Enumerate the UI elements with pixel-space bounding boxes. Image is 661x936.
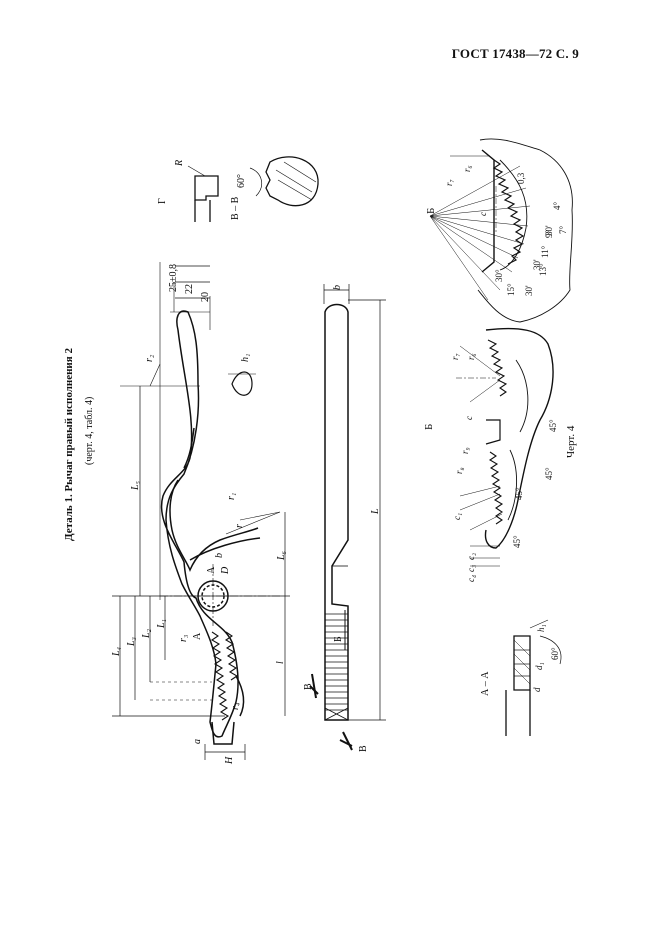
detail-B-top-a30: 30° — [494, 269, 504, 282]
dim-L3: L₃ — [126, 636, 137, 647]
detail-B-top-n1: 30' — [524, 285, 534, 296]
section-mark-B: Б — [333, 636, 344, 642]
dim-a: a — [192, 739, 203, 744]
detail-B-top-rays — [429, 155, 531, 301]
section-mark-A-bottom: A — [192, 632, 203, 640]
dim-L5: L₅ — [130, 480, 141, 491]
page-header: ГОСТ 17438—72 С. 9 — [451, 46, 579, 61]
jaw-teeth — [210, 631, 230, 721]
detail-B-mid-r8: r₈ — [454, 467, 464, 474]
part-title-block: Деталь 1. Рычаг правый исполнения 2 (чер… — [63, 348, 95, 541]
dim-L2: L₂ — [141, 628, 152, 639]
section-mark-V-top: В — [303, 683, 314, 690]
detail-B-top-r7: r₇ — [444, 179, 454, 186]
detail-B-top — [477, 138, 573, 323]
detail-B-mid-a45-4: 45° — [512, 535, 522, 548]
side-view-dimensions — [309, 284, 386, 751]
section-AA-d: d — [532, 687, 542, 692]
section-VV-label: В – В — [230, 196, 241, 220]
detail-B-top-labels: Б r₇ r₆ c 0,3 4° 30° 15° 13° 11° 9° 7° 3… — [425, 165, 568, 296]
part-subtitle: (черт. 4, табл. 4) — [84, 397, 95, 465]
detail-B-mid-a45-2: 45° — [544, 467, 554, 480]
detail-B-top-a7: 7° — [558, 226, 568, 235]
section-AA-labels: А – А h₁ d₁ d 60° — [480, 624, 560, 696]
section-AA — [505, 619, 562, 736]
detail-B-top-a4: 4° — [552, 202, 562, 211]
h1-profile — [228, 371, 256, 396]
dim-L1: L₁ — [156, 619, 167, 629]
side-view-labels: b L Б В В — [303, 285, 381, 752]
section-G-labels: Г R В – В 60° — [157, 160, 247, 220]
figure-caption: Черт. 4 — [565, 425, 577, 458]
detail-B-top-c: c — [478, 212, 488, 216]
section-AA-label: А – А — [480, 671, 491, 696]
section-G-label: Г — [157, 198, 168, 204]
section-VV-angle: 60° — [236, 174, 247, 188]
dim-r4: r₄ — [230, 702, 241, 710]
dim-l: l — [275, 661, 286, 664]
lever-side-view — [324, 303, 349, 721]
main-view-labels: L₅ L₄ L₃ L₂ L₁ L₆ l H a r r₁ r₂ r₃ r₄ b … — [111, 264, 287, 765]
section-mark-V-bottom: В — [358, 745, 369, 752]
part-title: Деталь 1. Рычаг правый исполнения 2 — [63, 348, 75, 541]
detail-B-mid — [484, 327, 554, 549]
detail-B-top-n3: 30' — [544, 225, 554, 236]
dim-H: H — [224, 756, 235, 765]
dimension-lines — [112, 265, 290, 760]
detail-B-mid-lines — [456, 345, 503, 567]
side-view-hatching — [324, 613, 349, 721]
dim-r2: r₂ — [144, 354, 155, 362]
dim-r: r — [234, 524, 245, 528]
dim-L4: L₄ — [111, 646, 122, 657]
detail-B-mid-r7: r₇ — [450, 353, 460, 360]
detail-B-mid-labels: Б r₇ r₆ c r₉ r₈ c₁ c₂ c₃ c₄ 45° 45° 45° … — [423, 353, 558, 582]
detail-B-mid-c2: c₂ — [466, 553, 476, 560]
dim-r1: r₁ — [226, 493, 237, 500]
dim-r3: r₃ — [178, 634, 189, 642]
detail-B-mid-a45-1: 45° — [548, 419, 558, 432]
detail-B-top-a15: 15° — [506, 283, 516, 296]
detail-B-mid-a45-3: 45° — [514, 487, 524, 500]
section-AA-d1: d₁ — [534, 662, 544, 670]
detail-B-mid-r6: r₆ — [466, 353, 476, 360]
detail-B-mid-label: Б — [423, 424, 435, 430]
lever-slot — [169, 479, 259, 572]
dim-22: 22 — [184, 284, 195, 294]
dim-L: L — [370, 508, 381, 515]
detail-B-top-d03: 0,3 — [516, 172, 526, 184]
detail-B-mid-c4: c₄ — [466, 575, 476, 582]
detail-B-mid-c: c — [464, 416, 474, 420]
lever-plan-view — [160, 310, 261, 745]
detail-B-top-r6: r₆ — [462, 165, 472, 172]
dim-D: D — [220, 566, 231, 575]
detail-B-top-n2: 30' — [532, 259, 542, 270]
dim-25: 25±0,8 — [168, 264, 179, 292]
section-AA-h1: h₁ — [536, 624, 546, 632]
section-G-R: R — [174, 160, 185, 167]
detail-B-mid-c3: c₃ — [466, 565, 476, 572]
detail-B-mid-r9: r₉ — [460, 447, 470, 454]
section-G — [187, 156, 319, 222]
section-mark-A-top: A — [206, 566, 217, 574]
lever-outline — [160, 310, 239, 738]
dim-L6: L₆ — [276, 550, 287, 561]
section-AA-angle: 60° — [550, 647, 560, 660]
dim-20: 20 — [200, 292, 211, 302]
dim-side-b: b — [332, 285, 343, 290]
detail-B-top-a11: 11° — [540, 245, 550, 258]
detail-B-top-a13: 13° — [538, 263, 548, 276]
detail-B-top-label: Б — [425, 208, 437, 214]
dim-b: b — [214, 553, 225, 558]
dim-h1: h₁ — [240, 354, 251, 362]
detail-B-top-a9: 9° — [544, 230, 554, 239]
detail-B-mid-c1: c₁ — [452, 513, 462, 520]
